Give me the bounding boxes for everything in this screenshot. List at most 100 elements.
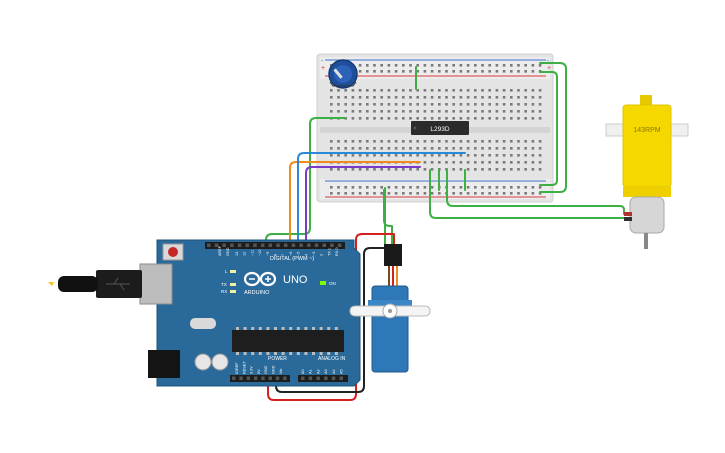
breadboard-hole[interactable] (531, 70, 535, 73)
breadboard-hole[interactable] (380, 186, 383, 189)
breadboard-hole[interactable] (366, 70, 369, 73)
breadboard-hole[interactable] (510, 117, 513, 120)
analog-header[interactable] (298, 375, 348, 382)
servo-body[interactable] (371, 285, 409, 373)
breadboard-hole[interactable] (394, 117, 398, 120)
breadboard-hole[interactable] (517, 161, 520, 164)
breadboard-hole[interactable] (524, 89, 527, 92)
breadboard-hole[interactable] (510, 192, 513, 195)
breadboard-hole[interactable] (488, 161, 491, 164)
breadboard-hole[interactable] (459, 154, 463, 157)
breadboard-hole[interactable] (423, 117, 427, 120)
breadboard-hole[interactable] (517, 103, 520, 106)
breadboard-hole[interactable] (488, 147, 491, 150)
breadboard-hole[interactable] (423, 110, 427, 113)
breadboard-hole[interactable] (481, 110, 484, 113)
breadboard-hole[interactable] (452, 161, 455, 164)
breadboard-hole[interactable] (402, 89, 405, 92)
breadboard-hole[interactable] (495, 110, 499, 113)
header-pin[interactable] (308, 376, 313, 381)
breadboard-hole[interactable] (387, 89, 391, 92)
breadboard-hole[interactable] (459, 161, 463, 164)
breadboard-hole[interactable] (409, 168, 412, 171)
breadboard-hole[interactable] (531, 140, 535, 143)
breadboard-hole[interactable] (366, 154, 369, 157)
breadboard-hole[interactable] (380, 110, 383, 113)
breadboard-hole[interactable] (538, 103, 542, 106)
wire-green-gnd[interactable] (265, 117, 346, 245)
breadboard-hole[interactable] (466, 140, 470, 143)
header-pin[interactable] (324, 376, 328, 381)
breadboard-hole[interactable] (423, 186, 427, 189)
breadboard-hole[interactable] (438, 64, 441, 67)
breadboard-hole[interactable] (502, 161, 506, 164)
breadboard-hole[interactable] (344, 168, 347, 171)
breadboard-hole[interactable] (373, 168, 376, 171)
breadboard-hole[interactable] (524, 154, 527, 157)
breadboard-hole[interactable] (452, 64, 455, 67)
digital-header[interactable] (205, 242, 345, 249)
breadboard-hole[interactable] (337, 140, 340, 143)
breadboard-hole[interactable] (358, 110, 362, 113)
breadboard-hole[interactable] (438, 117, 441, 120)
breadboard-hole[interactable] (474, 192, 477, 195)
breadboard-hole[interactable] (423, 147, 427, 150)
breadboard-hole[interactable] (387, 168, 391, 171)
breadboard-hole[interactable] (409, 96, 412, 99)
breadboard-hole[interactable] (517, 140, 520, 143)
breadboard-hole[interactable] (402, 103, 405, 106)
breadboard-hole[interactable] (366, 192, 369, 195)
breadboard-hole[interactable] (481, 70, 484, 73)
breadboard-hole[interactable] (452, 192, 455, 195)
breadboard-hole[interactable] (402, 110, 405, 113)
breadboard-hole[interactable] (524, 64, 527, 67)
breadboard-hole[interactable] (387, 117, 391, 120)
breadboard-hole[interactable] (373, 110, 376, 113)
breadboard-hole[interactable] (394, 168, 398, 171)
breadboard-hole[interactable] (430, 96, 434, 99)
breadboard-hole[interactable] (330, 192, 333, 195)
breadboard-hole[interactable] (380, 140, 383, 143)
breadboard-hole[interactable] (373, 103, 376, 106)
header-pin[interactable] (246, 376, 251, 381)
breadboard-hole[interactable] (394, 96, 398, 99)
breadboard-hole[interactable] (438, 110, 441, 113)
breadboard-hole[interactable] (474, 89, 477, 92)
breadboard-hole[interactable] (524, 117, 527, 120)
breadboard-hole[interactable] (488, 117, 491, 120)
breadboard-hole[interactable] (495, 154, 499, 157)
power-header[interactable] (230, 375, 290, 382)
breadboard-hole[interactable] (488, 103, 491, 106)
breadboard-hole[interactable] (330, 168, 333, 171)
breadboard-hole[interactable] (452, 186, 455, 189)
breadboard-hole[interactable] (358, 147, 362, 150)
breadboard-hole[interactable] (358, 89, 362, 92)
breadboard-hole[interactable] (538, 147, 542, 150)
header-pin[interactable] (316, 376, 320, 381)
breadboard-hole[interactable] (524, 96, 527, 99)
breadboard-hole[interactable] (351, 110, 355, 113)
header-pin[interactable] (275, 376, 280, 381)
breadboard-hole[interactable] (502, 154, 506, 157)
header-pin[interactable] (239, 376, 243, 381)
breadboard-hole[interactable] (517, 64, 520, 67)
motor-terminal-b[interactable] (624, 217, 632, 221)
breadboard-hole[interactable] (366, 186, 369, 189)
breadboard-hole[interactable] (474, 154, 477, 157)
breadboard-hole[interactable] (409, 192, 412, 195)
breadboard-hole[interactable] (344, 192, 347, 195)
breadboard-hole[interactable] (402, 154, 405, 157)
breadboard-hole[interactable] (502, 103, 506, 106)
breadboard-hole[interactable] (445, 64, 448, 67)
breadboard-hole[interactable] (445, 96, 448, 99)
header-pin[interactable] (322, 243, 327, 248)
breadboard-hole[interactable] (438, 89, 441, 92)
arduino-uno[interactable]: UNO ARDUINO DIGITAL (PWM ~) POWER ANALOG… (48, 239, 361, 387)
breadboard-hole[interactable] (366, 103, 369, 106)
breadboard-hole[interactable] (510, 154, 513, 157)
breadboard-hole[interactable] (351, 154, 355, 157)
breadboard-hole[interactable] (430, 89, 434, 92)
breadboard-hole[interactable] (373, 89, 376, 92)
breadboard-hole[interactable] (358, 103, 362, 106)
breadboard-hole[interactable] (445, 110, 448, 113)
